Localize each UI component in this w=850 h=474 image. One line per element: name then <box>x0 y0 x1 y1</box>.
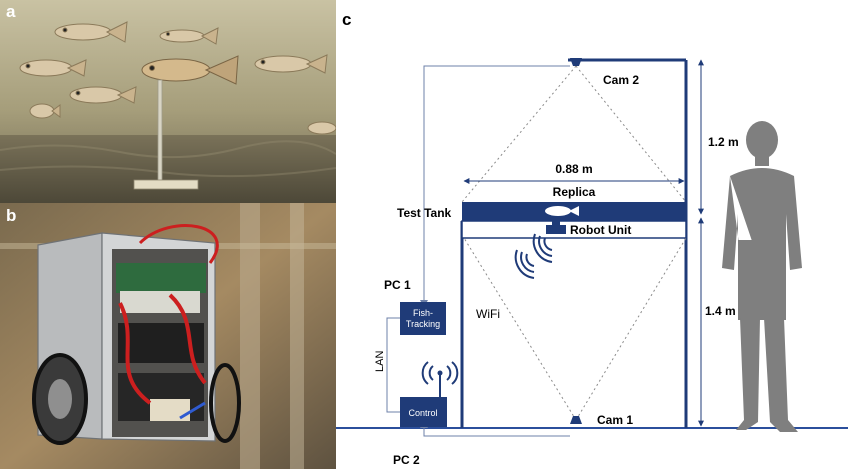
robot-compartment <box>461 220 687 239</box>
panel-label-a: a <box>6 2 16 21</box>
robot-unit-label: Robot Unit <box>570 223 631 237</box>
cam2-icon <box>570 58 582 66</box>
antenna-icon <box>421 361 459 397</box>
fish-photo-illustration <box>0 0 336 203</box>
cam2-label: Cam 2 <box>603 73 639 87</box>
human-silhouette-icon <box>722 121 802 432</box>
camera-fov-lines <box>461 65 687 421</box>
height-bottom-label: 1.4 m <box>705 304 736 318</box>
tank-frame <box>460 58 688 428</box>
panel-label-b: b <box>6 206 17 225</box>
guppy-fish-group <box>19 21 336 135</box>
cam1-label: Cam 1 <box>597 413 633 427</box>
robot-photo-illustration <box>0 203 336 469</box>
wifi-label: WiFi <box>476 307 500 321</box>
control-box <box>400 397 447 427</box>
setup-schematic: c Cam 2 Cam 1 0.88 m Replica Test Tank R… <box>336 0 850 469</box>
replica-label: Replica <box>553 185 596 199</box>
fish-tracking-box <box>400 302 446 335</box>
test-tank-label: Test Tank <box>397 206 452 220</box>
robot-unit-icon <box>546 219 566 234</box>
replica-fish-on-rod <box>133 55 239 190</box>
height-top-label: 1.2 m <box>708 135 739 149</box>
replica-fish-icon <box>545 206 579 216</box>
lan-label: LAN <box>374 351 386 372</box>
wifi-waves-icon <box>514 233 553 279</box>
fish-tracking-label-line2: Tracking <box>406 319 440 329</box>
fish-tracking-label-line1: Fish- <box>413 308 433 318</box>
cam1-icon <box>570 416 582 424</box>
connection-lines <box>386 65 570 437</box>
photo-fish-with-replica: a <box>0 0 336 203</box>
pc1-label: PC 1 <box>384 278 411 292</box>
photo-robot-unit: b <box>0 203 336 469</box>
width-label: 0.88 m <box>555 162 592 176</box>
control-label: Control <box>408 408 437 418</box>
schematic-svg: c Cam 2 Cam 1 0.88 m Replica Test Tank R… <box>336 10 848 467</box>
panel-label-c: c <box>342 10 351 29</box>
pc2-label: PC 2 <box>393 453 420 467</box>
